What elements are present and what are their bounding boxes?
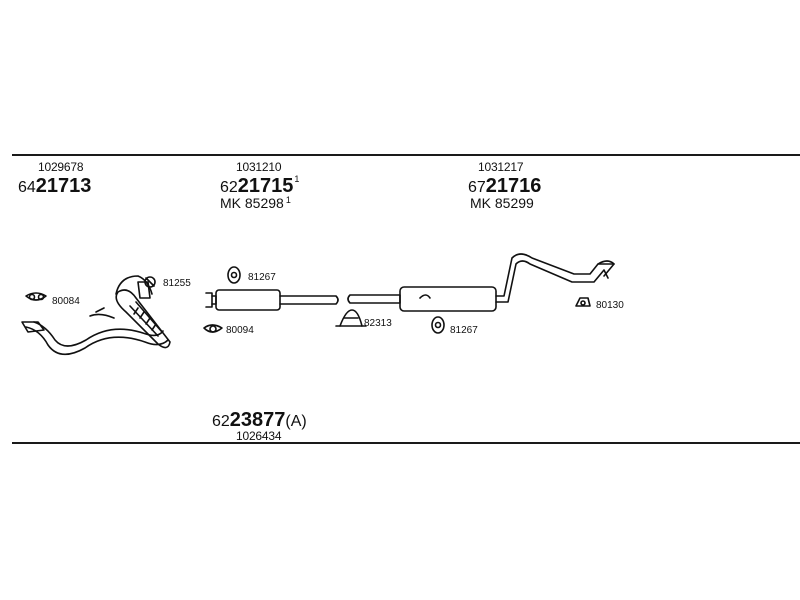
top-divider (12, 154, 800, 156)
rear-muffler-number-prefix: 67 (468, 179, 486, 196)
rear-muffler-number-main: 21716 (485, 175, 542, 197)
middle-muffler-number: 62217151 (220, 174, 300, 197)
kit-ref: 1026434 (236, 429, 282, 443)
front-pipe-number-prefix: 64 (18, 179, 36, 196)
kit-number-suffix: (A) (285, 413, 307, 430)
kit-number-prefix: 62 (212, 413, 230, 430)
front-pipe-drawing (21, 275, 171, 356)
rear-muffler-ref: 1031217 (478, 160, 524, 174)
middle-muffler-number-mark: 1 (294, 174, 300, 184)
mount-tail-drawing (575, 297, 591, 307)
clamp-front-label: 81255 (163, 278, 191, 289)
rear-muffler-drawing (347, 253, 615, 312)
middle-muffler-mk-mark: 1 (285, 195, 291, 205)
middle-muffler-mk-text: MK 85298 (220, 195, 284, 211)
hanger-rear-label: 81267 (450, 325, 478, 336)
gasket-left-label: 80084 (52, 296, 80, 307)
rear-muffler-mk: MK 85299 (470, 195, 534, 211)
hanger-mid-label: 81267 (248, 272, 276, 283)
kit-number: 6223877(A) (212, 410, 307, 430)
middle-muffler-number-main: 21715 (237, 175, 294, 197)
kit-number-main: 23877 (229, 409, 286, 431)
middle-muffler-drawing (205, 289, 339, 311)
hanger-mid-drawing (227, 266, 241, 284)
middle-muffler-ref: 1031210 (236, 160, 282, 174)
hanger-rear-drawing (431, 316, 445, 334)
front-pipe-number: 6421713 (18, 176, 91, 196)
middle-muffler-number-prefix: 62 (220, 179, 238, 196)
bottom-divider (12, 442, 800, 444)
rear-muffler-number: 6721716 (468, 176, 541, 196)
gasket-mid-drawing (203, 324, 223, 333)
gasket-left-drawing (25, 292, 47, 301)
gasket-mid-label: 80094 (226, 325, 254, 336)
mount-tail-label: 80130 (596, 300, 624, 311)
clamp-rear-drawing (335, 309, 367, 327)
front-pipe-number-main: 21713 (35, 175, 92, 197)
front-pipe-ref: 1029678 (38, 160, 84, 174)
clamp-rear-label: 82313 (364, 318, 392, 329)
clamp-front-drawing (144, 276, 156, 288)
